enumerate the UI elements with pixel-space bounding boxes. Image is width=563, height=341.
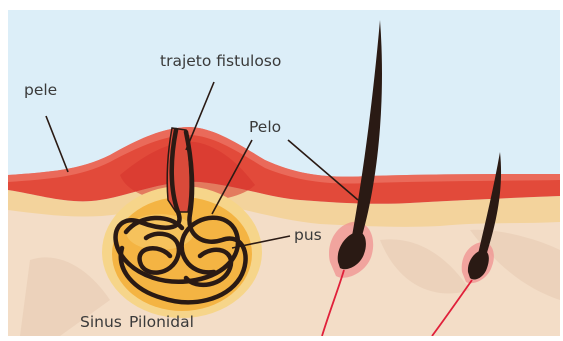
- label-trajeto-fistuloso: trajeto fistuloso: [160, 52, 281, 70]
- label-pele: pele: [24, 81, 57, 99]
- label-pus: pus: [294, 226, 322, 244]
- label-pelo: Pelo: [249, 118, 281, 136]
- label-sinus: Sinus: [80, 313, 122, 331]
- label-pilonidal: Pilonidal: [129, 313, 194, 331]
